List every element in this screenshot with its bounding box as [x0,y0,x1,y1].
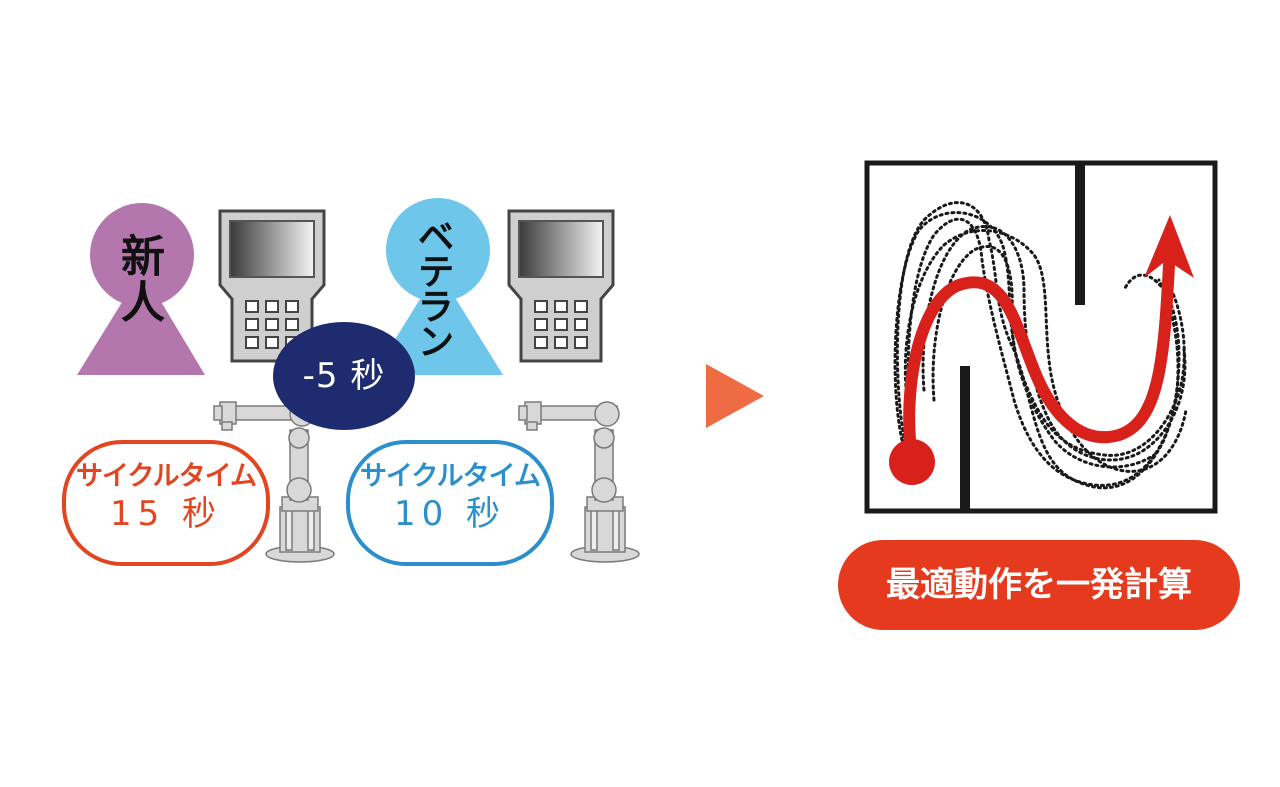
right-triangle-arrow-icon [704,362,766,430]
novice-label: 新人 [113,233,164,325]
veteran-label: ベテラン [411,217,454,357]
novice-person: 新人 [72,195,212,380]
veteran-cycle-time: サイクルタイム 10 秒 [346,440,554,566]
novice-cycle-time-value: 15 秒 [109,494,223,534]
veteran-cycle-time-value: 10 秒 [393,494,507,534]
robot-arm-icon [210,392,345,567]
novice-cycle-time: サイクルタイム 15 秒 [62,440,270,566]
novice-cycle-time-label: サイクルタイム [75,461,257,492]
teach-pendant-icon [505,207,617,365]
robot-arm-icon [515,392,650,567]
novice-person-icon [77,203,205,375]
teach-pendant-icon [216,207,328,365]
veteran-cycle-time-label: サイクルタイム [359,461,541,492]
maze-path-icon [864,160,1218,514]
result-label: 最適動作を一発計算 [838,540,1240,630]
time-difference-bubble: -5 秒 [273,322,415,430]
